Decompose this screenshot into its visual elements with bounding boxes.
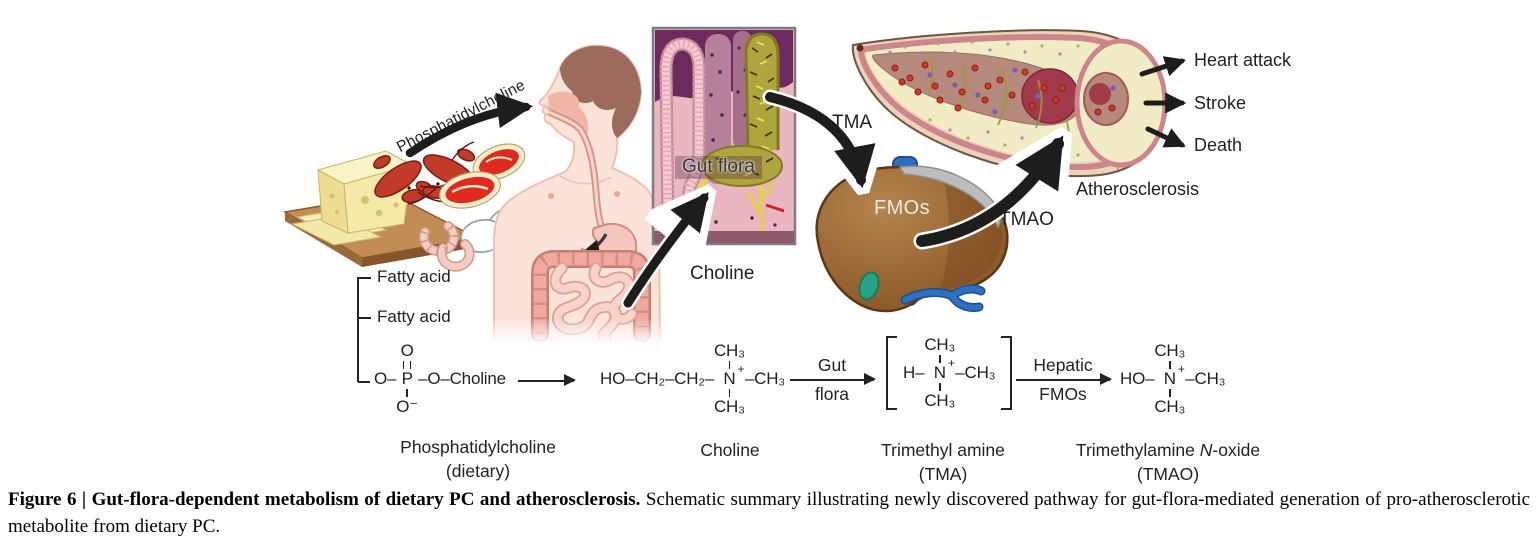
tmao-ch3-bottom: CH₃ [1154,396,1186,416]
pc-qualifier: (dietary) [445,461,511,481]
arrow-pc-food-to-mouth [405,92,534,158]
pc-bond-tick [358,381,370,383]
single-bond [728,360,731,369]
reaction-arrow-2 [790,373,876,386]
pc-chain-left: O– [374,368,397,388]
tmao-chain-left: HO– [1120,368,1155,388]
arrow-choline-gut-to-flora [623,192,709,308]
pc-glycerol-backbone-line [357,277,359,382]
single-bond [728,388,731,397]
pc-oxygen-top: O [400,341,414,360]
tma-arrow-label: TMA [832,112,873,133]
tma-name: Trimethyl amine [881,440,1005,460]
choline-structure: HO–CH₂–CH₂– CH₃ N+ CH₃ –CH₃ [600,342,785,416]
liver [815,156,1009,313]
left-bracket [886,336,897,410]
tmao-name-prefix: Trimethylamine [1075,440,1200,460]
gut-flora-arrow-bottom: flora [814,384,850,404]
human-torso [480,44,675,344]
caption-body: Schematic summary illustrating newly dis… [8,489,1531,537]
single-bond [406,388,409,397]
outcome-death: Death [1194,135,1243,155]
positive-charge: + [737,361,745,376]
positive-charge: + [1177,361,1185,376]
tma-ch3-right: –CH₃ [955,362,996,382]
atherosclerosis-label: Atherosclerosis [1076,179,1200,199]
tma-nitrogen: N [933,362,946,382]
single-bond [938,382,941,391]
fmos-liver-label: FMOs [874,197,931,219]
arrow-to-death [1145,126,1186,148]
artery-atherosclerosis [851,29,1168,178]
pc-fatty-acid-1: Fatty acid [377,267,451,286]
choline-nitrogen: N [723,368,736,388]
gut-flora-label: Gut flora [675,156,762,179]
tma-qualifier: (TMA) [918,464,968,484]
pathway-arrows [405,56,1187,310]
tmao-ch3-right: –CH₃ [1185,368,1226,388]
pc-bond-tick [358,277,371,279]
gut-flora-arrow-top: Gut [817,355,847,375]
tma-structure: H– CH₃ N+ CH₃ –CH₃ [886,335,1013,410]
tmao-name-suffix: -oxide [1212,440,1261,460]
tmao-nitrogen: N [1163,368,1176,388]
choline-name: Choline [700,440,760,460]
single-bond [938,354,941,363]
hepatic-arrow-top: Hepatic [1033,355,1093,375]
choline-ch3-right: –CH₃ [744,368,786,388]
arrow-to-heart-attack [1139,56,1186,77]
tmao-arrow-label: TMAO [999,209,1054,230]
outcome-heart-attack: Heart attack [1194,50,1292,70]
choline-arrow-label: Choline [690,263,755,284]
pc-phosphorus: P [401,368,413,388]
tmao-structure: HO– CH₃ N+ CH₃ –CH₃ [1120,341,1226,416]
tmao-name-italic-n: N [1199,440,1213,460]
pc-name: Phosphatidylcholine [400,437,556,457]
arrow-tmao-to-artery [916,135,1064,247]
reaction-arrow-3 [1016,373,1112,386]
hepatic-fmos-reaction-arrow: Hepatic FMOs [1016,355,1112,405]
tmao-qualifier: (TMAO) [1136,464,1200,484]
pc-phosphate-group: O– O P O⁻ –O–Choline [374,342,506,416]
gut-flora-reaction-arrow: Gut flora [790,355,876,405]
foods-illustration [282,141,532,272]
reaction-arrow-1 [518,374,576,387]
choline-ch3-top: CH₃ [713,341,745,360]
tma-ch3-bottom: CH₃ [924,390,956,410]
choline-ch3-bottom: CH₃ [713,396,745,416]
double-bond [403,360,412,369]
hepatic-arrow-bottom: FMOs [1039,384,1087,404]
figure-caption: Figure 6 | Gut-flora-dependent metabolis… [8,487,1530,541]
choline-chain-left: HO–CH₂–CH₂– [600,368,714,388]
right-bracket [1001,336,1013,410]
gut-flora-panel [651,26,797,246]
positive-charge: + [947,355,955,370]
pc-bond-tick [358,317,371,319]
tmao-ch3-top: CH₃ [1154,341,1186,360]
tma-chain-left: H– [903,362,925,382]
tma-ch3-top: CH₃ [924,335,956,354]
caption-heading: Figure 6 | Gut-flora-dependent metabolis… [8,489,641,510]
outcome-stroke: Stroke [1194,93,1247,113]
pc-oxygen-bottom: O⁻ [396,396,419,416]
pc-fatty-acid-2: Fatty acid [377,307,451,326]
arrow-tma-to-liver [765,92,876,189]
single-bond [1168,388,1171,397]
pc-chain-right: –O–Choline [418,368,506,388]
single-bond [1168,360,1171,369]
tmao-name: Trimethylamine N-oxide [1048,440,1288,460]
